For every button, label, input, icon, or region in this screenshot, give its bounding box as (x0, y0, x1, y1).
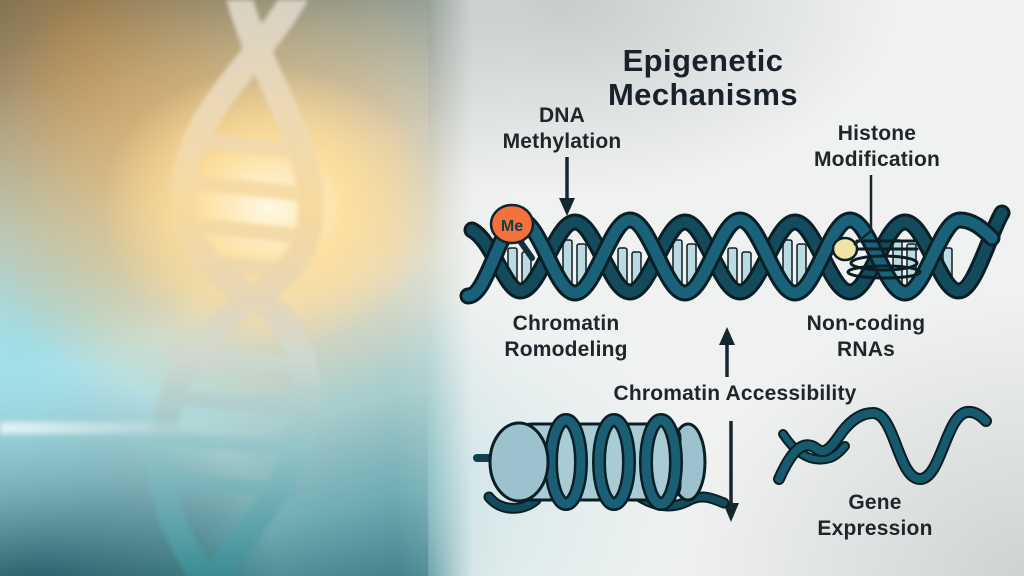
down-arrow-icon (723, 421, 739, 522)
label-gene-expression: Gene Expression (817, 491, 933, 541)
methylation-arrow-icon (559, 157, 575, 216)
dna-helix-illustration (459, 204, 1011, 305)
methyl-badge-label: Me (501, 218, 523, 235)
methyl-badge: Me (489, 203, 535, 261)
histone-disc-icon (831, 236, 922, 280)
lens-flare (0, 422, 210, 434)
rna-strand-illustration (773, 405, 992, 486)
label-dna-methylation: DNA Methylation (502, 104, 622, 154)
histone-pointer-line (853, 175, 873, 246)
up-arrow-icon (719, 327, 735, 377)
label-histone-modification: Histone Modification (813, 122, 941, 172)
dna-photo-helix-icon (147, 0, 325, 576)
label-chromatin-remodeling: Chromatin Romodeling (504, 312, 628, 362)
nucleosome-illustration (473, 413, 730, 514)
label-chromatin-accessibility: Chromatin Accessibility (613, 382, 857, 405)
label-non-coding-rnas: Non-coding RNAs (806, 312, 926, 362)
page-title: Epigenetic Mechanisms (607, 43, 799, 113)
